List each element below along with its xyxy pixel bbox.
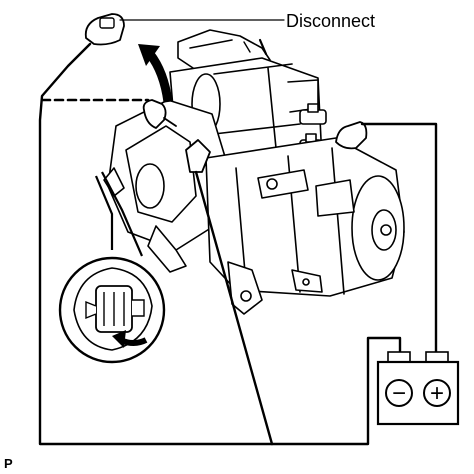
battery-positive-terminal-icon (423, 379, 451, 407)
battery: − + (376, 351, 460, 426)
battery-negative-symbol: − (392, 380, 406, 407)
page-marker-label: P (4, 456, 13, 471)
wiring-harness (38, 13, 438, 446)
disconnect-label: Disconnect (286, 11, 375, 31)
connector-detail-inset (58, 171, 166, 364)
disconnect-arrow-icon (138, 44, 173, 103)
starter-motor (103, 29, 405, 315)
battery-positive-symbol: + (430, 380, 444, 407)
battery-negative-terminal-icon (385, 379, 413, 407)
